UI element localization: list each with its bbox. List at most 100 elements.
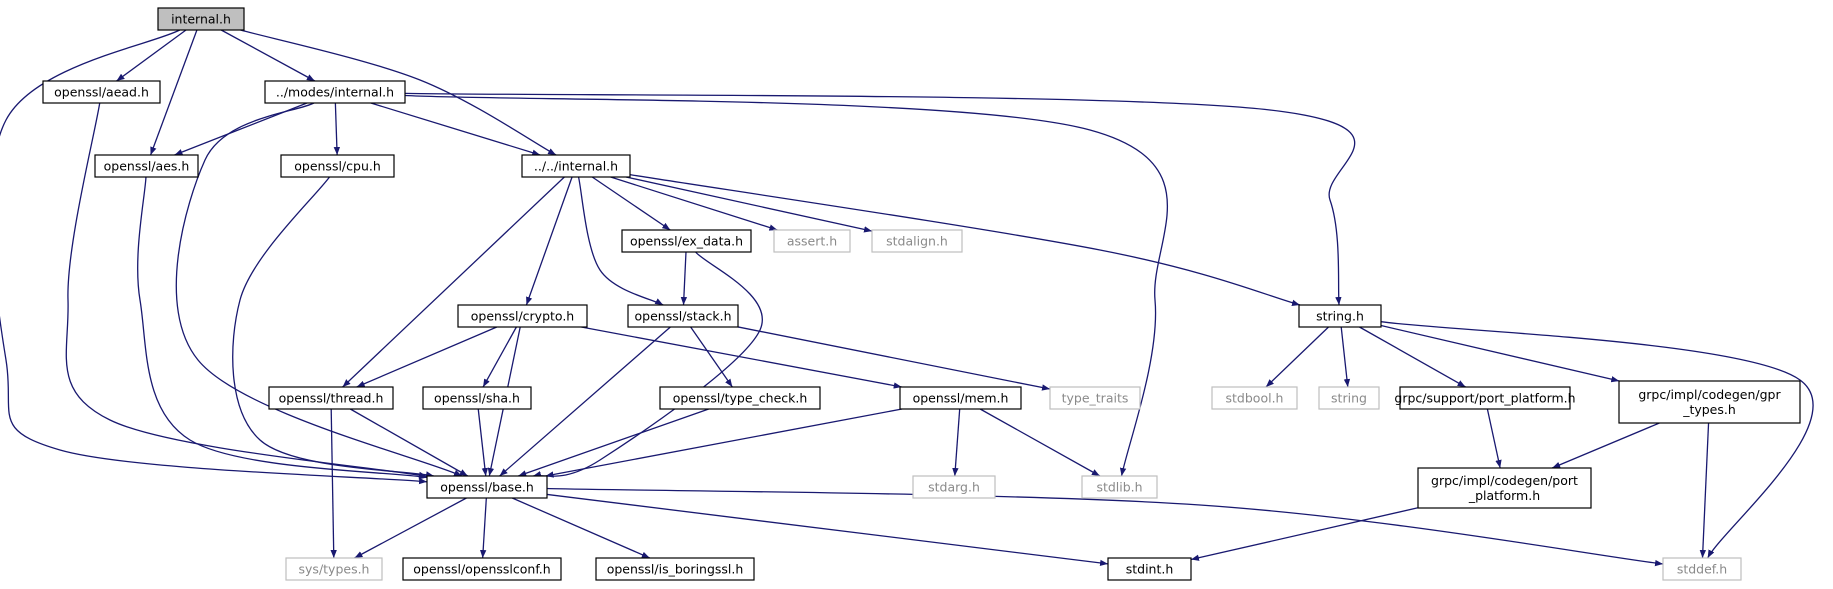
- edge-mem-to-stdlib: [979, 408, 1101, 477]
- node-label: stdarg.h: [928, 480, 980, 495]
- node-sha[interactable]: openssl/sha.h: [422, 386, 532, 410]
- node-stddef: stddef.h: [1662, 557, 1742, 581]
- node-gpr-types[interactable]: grpc/impl/codegen/gpr_types.h: [1618, 380, 1801, 424]
- edge-codegen_port-to-stdint: [1190, 507, 1419, 561]
- node-aes[interactable]: openssl/aes.h: [94, 154, 199, 178]
- node-string-h[interactable]: string.h: [1298, 304, 1382, 328]
- node-stack[interactable]: openssl/stack.h: [627, 304, 739, 328]
- node-stdarg: stdarg.h: [912, 475, 996, 499]
- node-label: sys/types.h: [299, 562, 370, 577]
- node-box: [1618, 380, 1801, 424]
- edge-thread-to-sys_types: [330, 408, 337, 559]
- nodes: internal.h openssl/aead.h ../modes/interna…: [42, 7, 1801, 581]
- node-label: stdalign.h: [886, 234, 948, 249]
- edge-sha-to-base: [477, 408, 489, 477]
- node-box: [1107, 557, 1192, 581]
- node-mem[interactable]: openssl/mem.h: [899, 386, 1022, 410]
- node-box: [595, 557, 755, 581]
- node-box: [773, 229, 851, 253]
- node-base[interactable]: openssl/base.h: [426, 475, 548, 499]
- node-type-traits: type_traits: [1049, 386, 1141, 410]
- edge-up_internal-to-ex_data: [591, 176, 671, 231]
- edge-mem-to-stdarg: [952, 408, 961, 477]
- node-box: [280, 154, 395, 178]
- edge-gpr_types-to-stddef: [1699, 422, 1710, 559]
- node-aead[interactable]: openssl/aead.h: [42, 80, 161, 104]
- edge-internal_h-to-aes: [149, 29, 198, 156]
- node-opensslconf[interactable]: openssl/opensslconf.h: [402, 557, 562, 581]
- node-type-check[interactable]: openssl/type_check.h: [659, 386, 821, 410]
- node-internal-h[interactable]: internal.h: [157, 7, 245, 31]
- node-label: openssl/sha.h: [434, 391, 520, 406]
- edge-mem-to-base: [545, 408, 903, 478]
- edge-string_h-to-stddef: [1380, 321, 1814, 559]
- node-label: type_traits: [1062, 391, 1129, 406]
- edge-ex_data-to-stack: [680, 251, 688, 306]
- edge-string_h-to-port_platform: [1359, 326, 1466, 388]
- node-is-boringssl[interactable]: openssl/is_boringssl.h: [595, 557, 755, 581]
- node-box: [871, 229, 963, 253]
- edge-up_internal-to-thread: [342, 176, 565, 388]
- node-box: [1081, 475, 1158, 499]
- edge-string_h-to-gpr_types: [1380, 324, 1620, 383]
- node-box: [1298, 304, 1382, 328]
- node-box: [1662, 557, 1742, 581]
- edge-base-to-stdint: [546, 493, 1109, 567]
- node-box: [457, 304, 588, 328]
- node-box: [912, 475, 996, 499]
- node-modes-internal[interactable]: ../modes/internal.h: [264, 80, 406, 104]
- node-label: grpc/impl/codegen/port: [1431, 473, 1578, 488]
- node-label: openssl/stack.h: [635, 309, 732, 324]
- node-label: openssl/aes.h: [104, 159, 190, 174]
- edge-thread-to-base: [349, 408, 469, 477]
- edge-aead-to-base: [65, 102, 428, 479]
- edge-internal_h-to-aead: [116, 29, 187, 82]
- edge-gpr_types-to-codegen_port: [1551, 422, 1660, 469]
- node-up-internal[interactable]: ../../internal.h: [521, 154, 631, 178]
- edge-modes_internal-to-stdlib: [404, 94, 1169, 477]
- edge-modes_internal-to-base: [175, 102, 463, 477]
- node-box: [422, 386, 532, 410]
- edge-base-to-opensslconf: [479, 497, 487, 559]
- node-box: [264, 80, 406, 104]
- edge-stack-to-base: [499, 326, 671, 477]
- node-label: openssl/crypto.h: [471, 309, 574, 324]
- node-label: ../modes/internal.h: [276, 85, 394, 100]
- node-ex-data[interactable]: openssl/ex_data.h: [621, 229, 752, 253]
- node-label: openssl/mem.h: [913, 391, 1009, 406]
- node-label: openssl/aead.h: [54, 85, 149, 100]
- edge-base-to-stddef: [546, 487, 1664, 567]
- edge-internal_h-to-modes_internal: [220, 29, 316, 82]
- edge-base-to-is_boringssl: [511, 497, 651, 559]
- node-box: [621, 229, 752, 253]
- node-label: _types.h: [1682, 402, 1736, 417]
- edge-modes_internal-to-cpu: [333, 102, 341, 156]
- node-box: [659, 386, 821, 410]
- node-label: openssl/base.h: [440, 480, 534, 495]
- node-box: [94, 154, 199, 178]
- node-stdint[interactable]: stdint.h: [1107, 557, 1192, 581]
- node-crypto[interactable]: openssl/crypto.h: [457, 304, 588, 328]
- node-box: [402, 557, 562, 581]
- node-codegen-port[interactable]: grpc/impl/codegen/port_platform.h: [1417, 467, 1592, 509]
- node-label: _platform.h: [1468, 488, 1540, 503]
- node-label: internal.h: [171, 12, 231, 27]
- node-port-platform[interactable]: grpc/support/port_platform.h: [1394, 386, 1576, 410]
- edge-crypto-to-sha: [482, 326, 517, 388]
- node-label: openssl/type_check.h: [673, 391, 808, 406]
- node-label: assert.h: [787, 234, 837, 249]
- node-box: [426, 475, 548, 499]
- node-thread[interactable]: openssl/thread.h: [268, 386, 394, 410]
- node-label: string.h: [1316, 309, 1364, 324]
- node-label: openssl/opensslconf.h: [413, 562, 550, 577]
- node-box: [1318, 386, 1380, 410]
- edge-stack-to-type_check: [690, 326, 733, 388]
- node-label: stdbool.h: [1226, 391, 1284, 406]
- node-box: [899, 386, 1022, 410]
- node-box: [157, 7, 245, 31]
- node-cpu[interactable]: openssl/cpu.h: [280, 154, 395, 178]
- node-label: stddef.h: [1677, 562, 1727, 577]
- edge-crypto-to-mem: [581, 326, 902, 389]
- node-box: [42, 80, 161, 104]
